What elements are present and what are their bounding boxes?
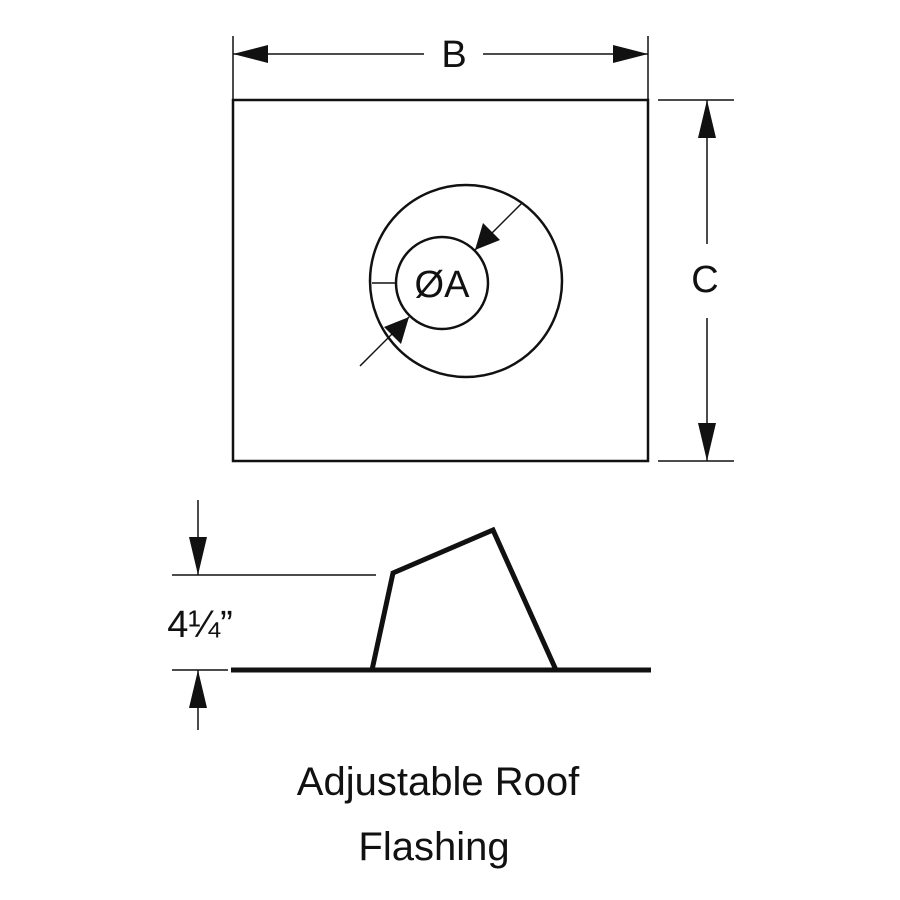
height-arrowhead-top bbox=[189, 537, 207, 575]
b-arrowhead-left bbox=[233, 45, 268, 63]
a-arrowhead-upper bbox=[475, 223, 500, 250]
height-label: 4¼” bbox=[167, 604, 232, 646]
flashing-plate-outline bbox=[231, 98, 650, 463]
a-arrowhead-lower bbox=[384, 317, 409, 344]
a-label: ØA bbox=[415, 264, 471, 306]
c-arrowhead-top bbox=[698, 100, 716, 138]
dimension-b: B bbox=[232, 34, 649, 100]
dimension-c: C bbox=[658, 99, 734, 462]
caption-line-1: Adjustable Roof bbox=[297, 760, 580, 804]
side-view: 4¼” bbox=[167, 500, 651, 730]
caption: Adjustable Roof Flashing bbox=[297, 760, 580, 869]
b-label: B bbox=[441, 34, 466, 76]
dimension-a: ØA bbox=[359, 202, 523, 367]
b-arrowhead-right bbox=[613, 45, 648, 63]
top-view: B C ØA bbox=[231, 34, 734, 463]
collar-side-profile bbox=[369, 526, 559, 672]
c-arrowhead-bottom bbox=[698, 423, 716, 461]
caption-line-2: Flashing bbox=[358, 825, 509, 869]
height-arrowhead-bottom bbox=[189, 670, 207, 708]
collar-outer-circle bbox=[368, 183, 564, 379]
dimension-height: 4¼” bbox=[167, 500, 376, 730]
c-label: C bbox=[691, 259, 718, 301]
